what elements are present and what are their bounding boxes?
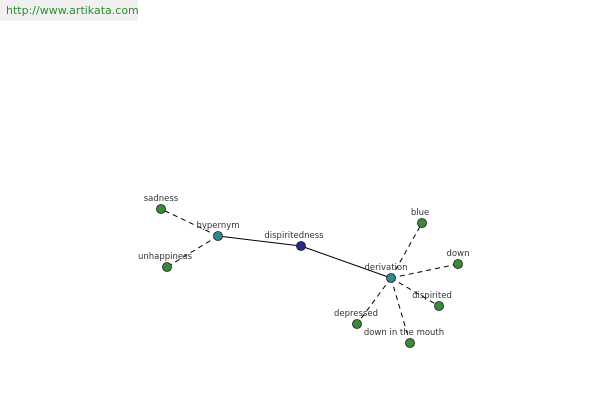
nodes-layer: dispiritedness hypernym derivation sadness u… xyxy=(138,194,469,348)
node-label-dispiritedness: dispiritedness xyxy=(264,231,324,241)
edge-derivation-to-down xyxy=(390,263,459,279)
node-dispirited[interactable]: dispirited xyxy=(412,291,452,311)
node-derivation[interactable]: derivation xyxy=(364,263,408,283)
node-dot-sadness[interactable] xyxy=(156,204,166,214)
node-down[interactable]: down xyxy=(447,249,470,269)
node-dot-depressed[interactable] xyxy=(352,319,362,329)
node-down-in-the-mouth[interactable]: down in the mouth xyxy=(364,328,444,348)
node-label-derivation: derivation xyxy=(364,263,407,273)
node-hypernym[interactable]: hypernym xyxy=(196,221,240,241)
node-dot-dispiritedness[interactable] xyxy=(296,241,306,251)
edge-derivation-to-blue xyxy=(390,222,423,279)
node-label-depressed: depressed xyxy=(334,309,378,319)
watermark-url: http://www.artikata.com xyxy=(0,0,139,21)
node-blue[interactable]: blue xyxy=(411,208,429,228)
node-label-down: down xyxy=(447,249,470,259)
node-depressed[interactable]: depressed xyxy=(334,309,378,329)
node-dot-hypernym[interactable] xyxy=(213,231,223,241)
node-dot-down[interactable] xyxy=(453,259,463,269)
edge-dispiritedness-to-hypernym xyxy=(217,235,302,247)
edge-derivation-to-depressed xyxy=(356,277,392,325)
node-dot-down-in-the-mouth[interactable] xyxy=(405,338,415,348)
node-unhappiness[interactable]: unhappiness xyxy=(138,252,193,272)
node-label-unhappiness: unhappiness xyxy=(138,252,193,262)
edge-dispiritedness-to-derivation xyxy=(300,245,392,279)
edges-layer xyxy=(160,208,459,344)
node-dot-dispirited[interactable] xyxy=(434,301,444,311)
node-label-blue: blue xyxy=(411,208,429,218)
node-label-hypernym: hypernym xyxy=(196,221,239,231)
edge-derivation-to-dispirited xyxy=(390,277,440,307)
edge-hypernym-to-unhappiness xyxy=(166,235,219,268)
edge-hypernym-to-sadness xyxy=(160,208,219,237)
node-dispiritedness[interactable]: dispiritedness xyxy=(264,231,324,251)
node-label-sadness: sadness xyxy=(144,194,179,204)
edge-derivation-to-down-in-the-mouth xyxy=(390,277,411,344)
node-label-down-in-the-mouth: down in the mouth xyxy=(364,328,444,338)
node-sadness[interactable]: sadness xyxy=(144,194,179,214)
node-dot-unhappiness[interactable] xyxy=(162,262,172,272)
node-dot-blue[interactable] xyxy=(417,218,427,228)
node-label-dispirited: dispirited xyxy=(412,291,452,301)
node-dot-derivation[interactable] xyxy=(386,273,396,283)
